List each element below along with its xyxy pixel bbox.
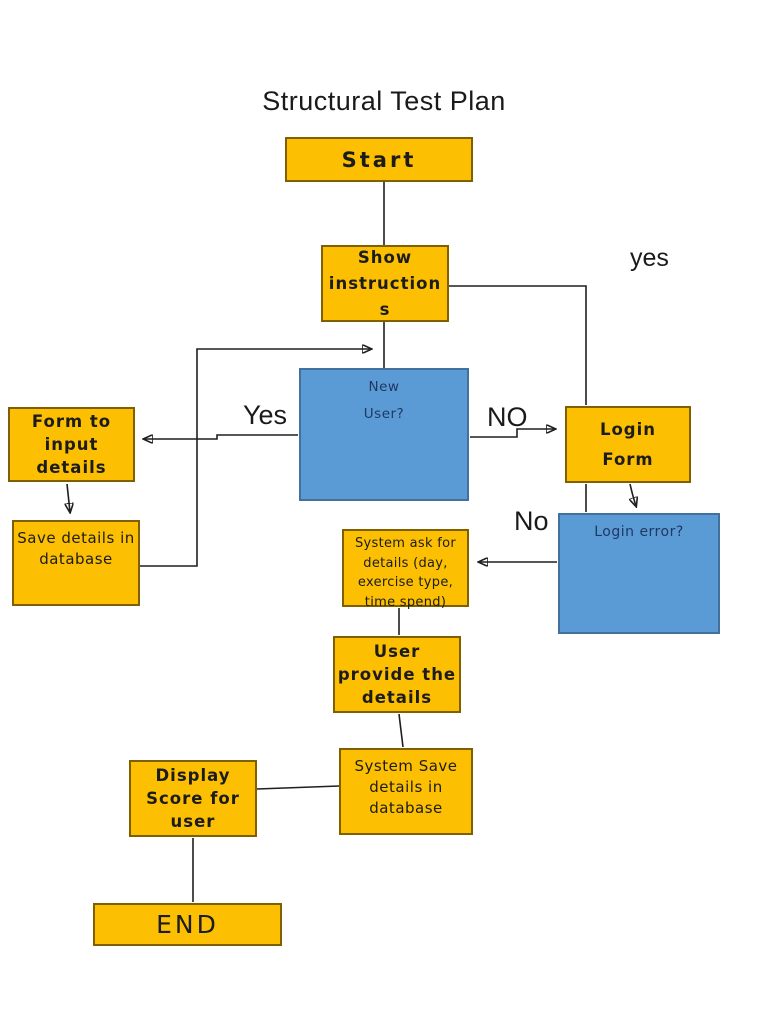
page-title: Structural Test Plan — [262, 86, 506, 116]
node-start: Start — [285, 137, 473, 182]
node-login-error-decision: Login error? — [558, 513, 720, 634]
connector-yes-newuser-to-form — [144, 434, 298, 439]
edge-label-no-bottom: No — [514, 506, 549, 536]
node-form-to-input-details: Form to input details — [8, 407, 135, 482]
connector-no-newuser-to-loginform — [470, 429, 555, 438]
node-login-form: Login Form — [565, 406, 691, 483]
edge-label-yes-top: yes — [630, 244, 669, 272]
edge-label-no-right: NO — [487, 402, 528, 432]
connector-savedetails-loop-to-newuser — [140, 349, 371, 567]
node-user-provide-details: User provide the details — [333, 636, 461, 713]
node-save-details-in-database: Save details in database — [12, 520, 140, 606]
connector-loginform-to-loginerror-arrow — [630, 483, 636, 506]
node-display-score-for-user: Display Score for user — [129, 760, 257, 837]
node-system-ask-for-details: System ask for details (day, exercise ty… — [342, 529, 469, 610]
node-show-instructions: Show instruction s — [321, 245, 449, 322]
connector-yes-top-show-to-loginform — [449, 285, 587, 405]
node-end: END — [93, 903, 282, 946]
node-new-user-decision: New User? — [299, 368, 469, 501]
connector-form-to-savedetails — [67, 483, 70, 512]
node-system-save-details: System Save details in database — [339, 748, 473, 835]
connector-systemsave-to-displayscore — [256, 785, 340, 790]
edge-label-yes-left: Yes — [243, 400, 288, 430]
connector-userprovide-to-systemsave — [398, 713, 404, 748]
